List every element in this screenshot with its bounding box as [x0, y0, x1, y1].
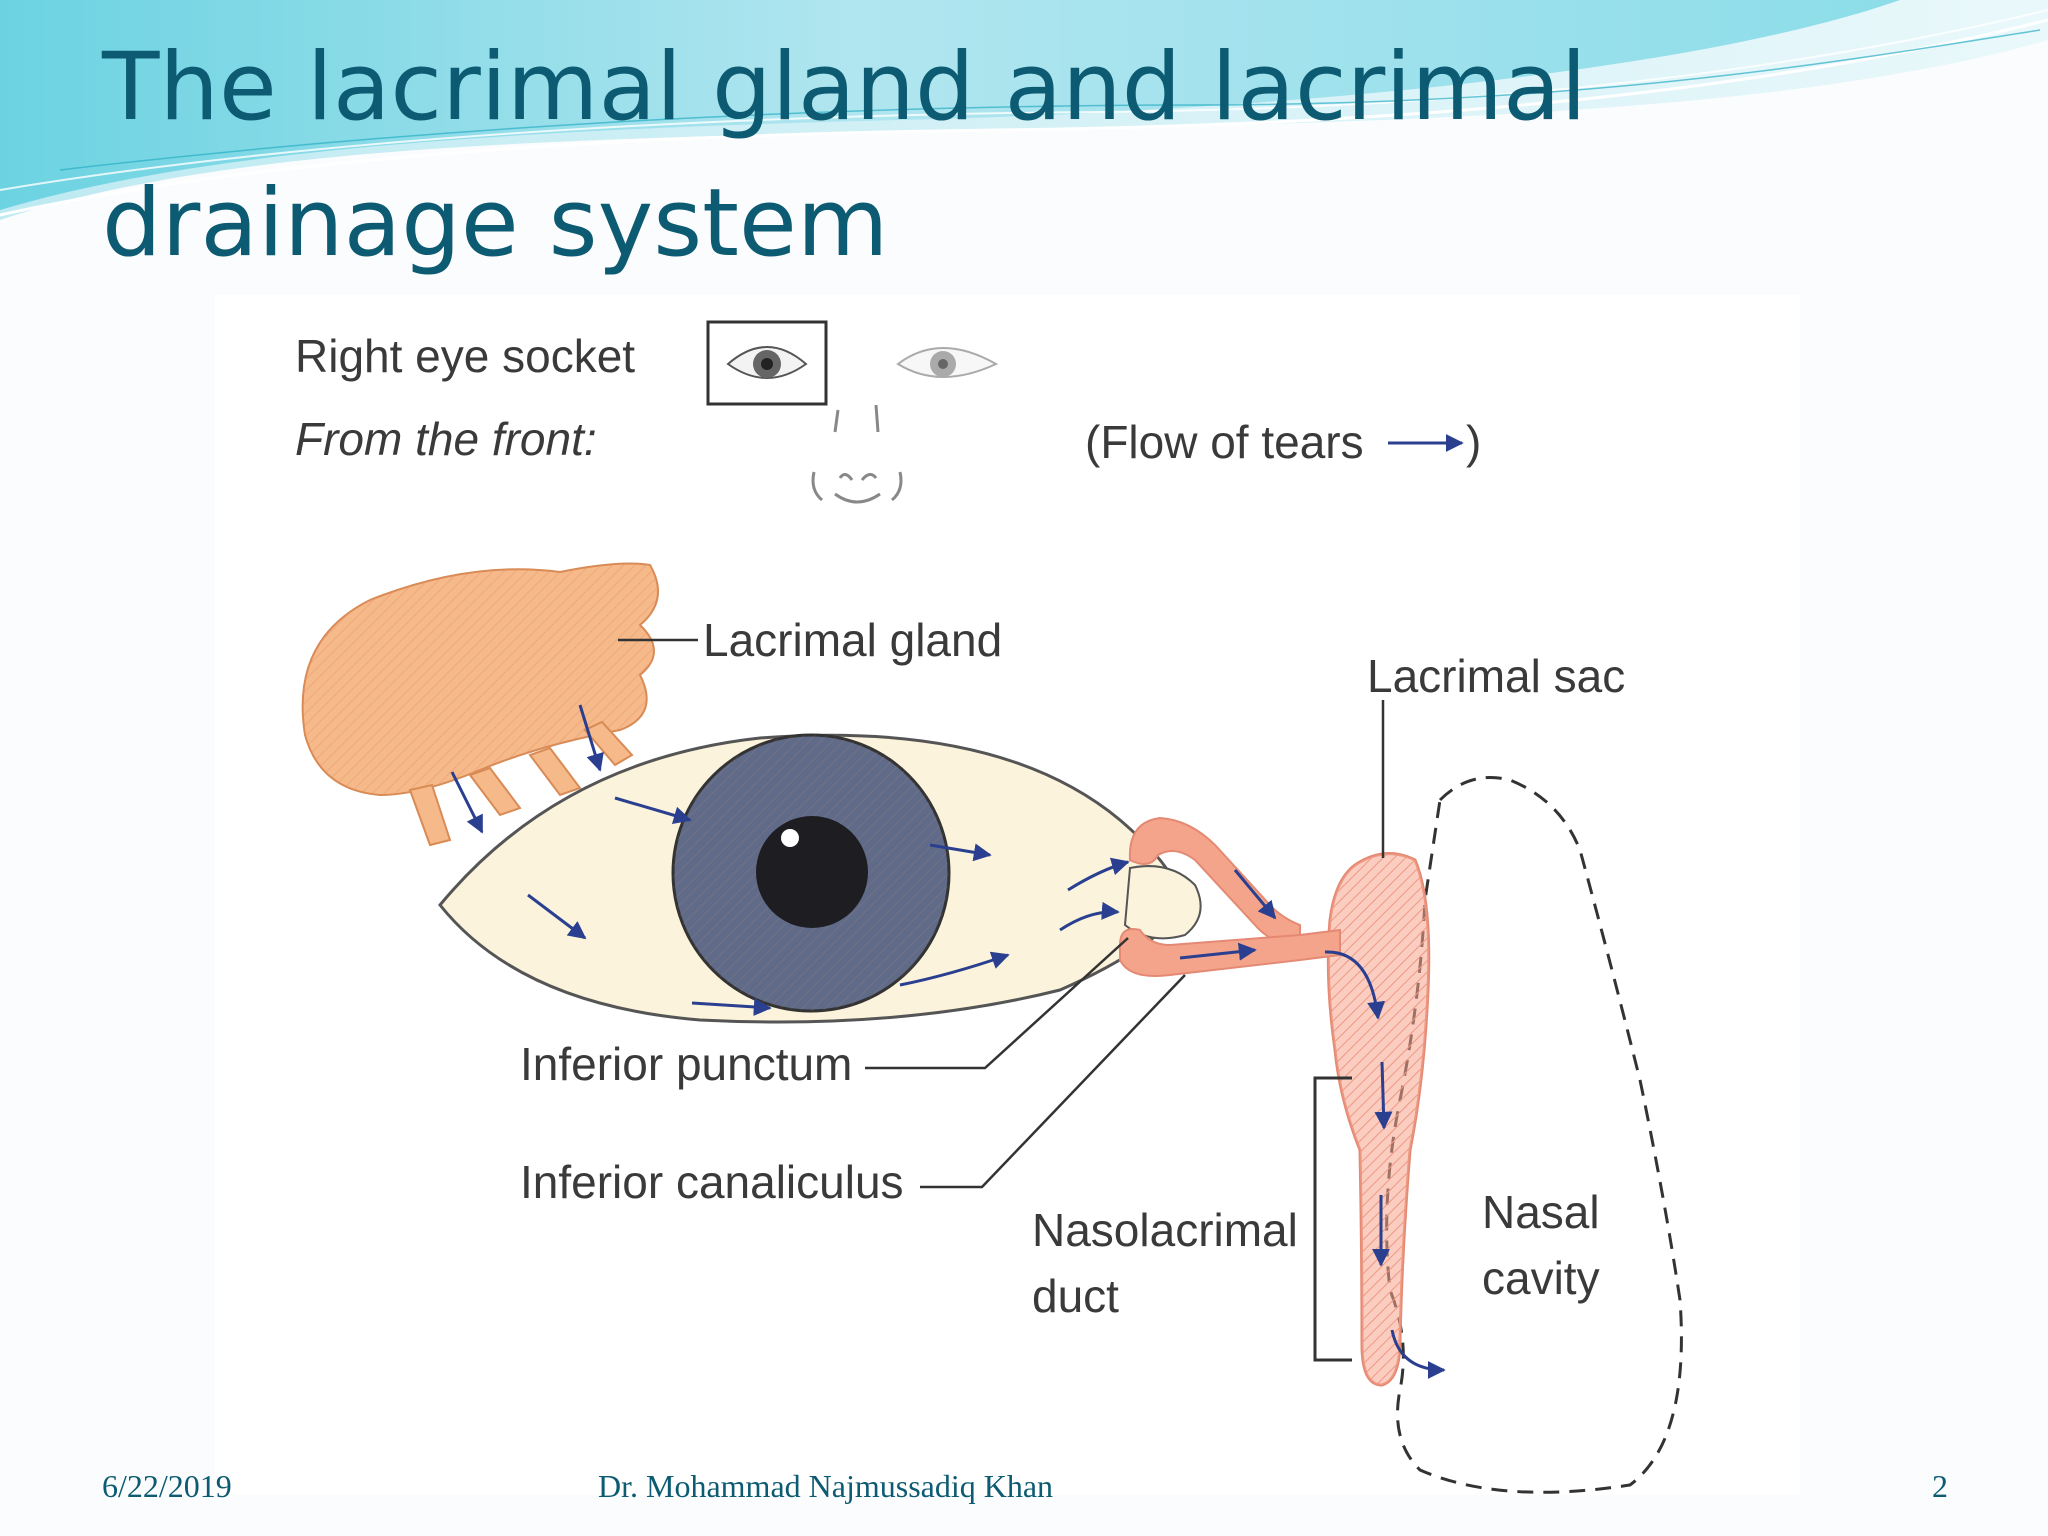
flow-legend-close-paren: ) [1466, 416, 1481, 468]
gland-ductule-3 [528, 746, 582, 797]
label-nasolacrimal-duct-line2: duct [1032, 1270, 1119, 1322]
tear-arrow [1390, 1329, 1446, 1379]
leader-inferior-canaliculus [920, 974, 1186, 1189]
tear-arrow [450, 771, 484, 834]
slide-title: The lacrimal gland and lacrimal drainage… [102, 33, 1587, 278]
label-nasal-cavity-line1: Nasal [1482, 1186, 1600, 1238]
header-wave-banner [0, 0, 2048, 220]
tear-arrow [1179, 942, 1257, 961]
tear-arrow [1374, 1061, 1393, 1130]
gland-ductule-2 [468, 766, 522, 817]
superior-canaliculus [1128, 816, 1301, 947]
tear-arrow [691, 997, 772, 1016]
tear-arrow [527, 893, 587, 940]
lacrimal-sac-fill [1328, 853, 1429, 1385]
footer-page-number: 2 [1932, 1468, 1948, 1504]
tear-arrow [1067, 857, 1130, 892]
right-eye-small-icon [726, 346, 808, 379]
label-lacrimal-gland: Lacrimal gland [703, 614, 1002, 666]
tear-arrow [929, 843, 992, 862]
face-front-icon [706, 320, 999, 504]
label-lacrimal-sac: Lacrimal sac [1367, 650, 1625, 702]
footer-author: Dr. Mohammad Najmussadiq Khan [598, 1468, 1054, 1504]
tear-arrow [578, 704, 604, 772]
leader-inferior-punctum [865, 937, 1129, 1070]
label-nasolacrimal-duct-line1: Nasolacrimal [1032, 1204, 1298, 1256]
lacrimal-gland-shape [301, 562, 659, 847]
label-nasal-cavity-line2: cavity [1482, 1252, 1600, 1304]
tear-arrow [614, 796, 692, 825]
tear-arrow [1059, 901, 1120, 932]
caruncle [1123, 865, 1202, 940]
gland-ductule-4 [583, 720, 634, 767]
leader-lines [618, 638, 1385, 1189]
footer-date: 6/22/2019 [102, 1468, 232, 1504]
tear-arrow [899, 951, 1010, 987]
left-eye-small-icon [896, 347, 999, 378]
tear-flow-arrows [450, 704, 1446, 1379]
tear-arrow [1324, 950, 1386, 1020]
iris-and-pupil [671, 733, 951, 1013]
label-inferior-canaliculus: Inferior canaliculus [520, 1156, 904, 1208]
nasal-cavity-outline [1385, 776, 1683, 1494]
tear-arrow [1233, 869, 1277, 920]
inset-heading-right-eye-socket: Right eye socket [295, 330, 635, 382]
inset-heading-from-the-front: From the front: [295, 413, 597, 465]
gland-ductule-1 [408, 783, 452, 847]
label-inferior-punctum: Inferior punctum [520, 1038, 852, 1090]
nasolacrimal-duct-bracket [1313, 1076, 1352, 1362]
nose-sketch-icon [811, 404, 903, 504]
flow-of-tears-legend: (Flow of tears [1085, 416, 1364, 468]
